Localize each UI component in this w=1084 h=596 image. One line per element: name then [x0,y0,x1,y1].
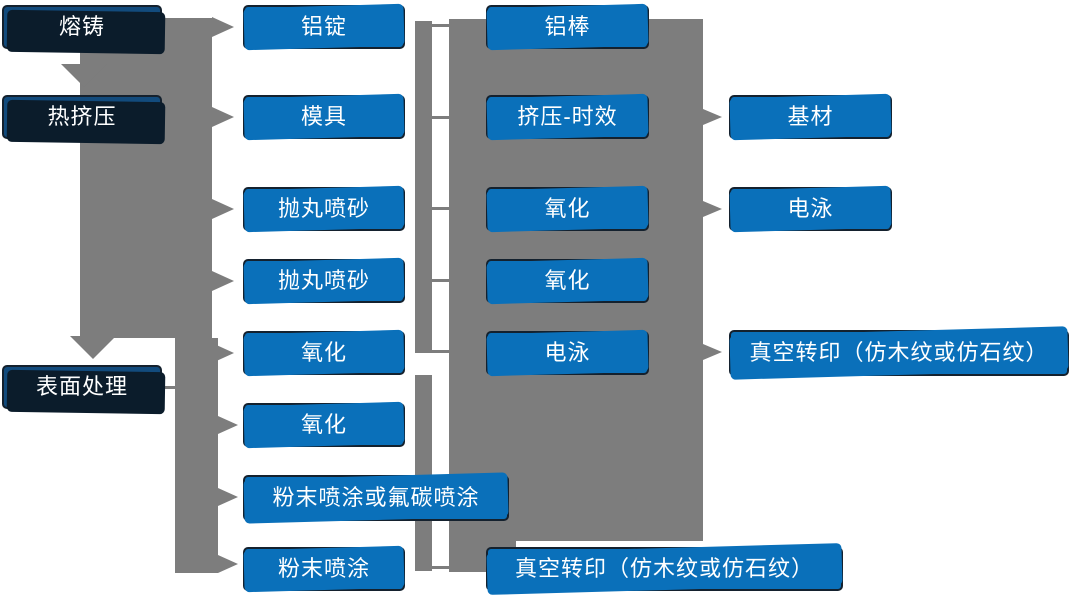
node-electrophoresis-2-label: 电泳 [787,196,834,221]
node-ingot: 铝锭 [243,5,405,49]
connector-tick-row1 [432,24,449,27]
node-base-material: 基材 [729,95,892,139]
arrowhead-to-mold [212,107,234,127]
connector-strip-left-lower [175,338,218,573]
arrowhead-to-base-material [703,109,722,125]
node-shot-blast-1-label: 抛丸喷砂 [277,196,370,221]
node-rod-label: 铝棒 [544,14,591,39]
node-extrusion-aging: 挤压-时效 [486,95,649,139]
node-oxidation-1-label: 氧化 [300,340,347,365]
node-powder-label: 粉末喷涂 [277,556,370,581]
node-powder-fluorocarbon-label: 粉末喷涂或氟碳喷涂 [272,485,480,510]
node-vacuum-transfer-2: 真空转印（仿木纹或仿石纹） [729,330,1069,376]
arrowhead-to-oxidation-1 [212,343,234,363]
connector-tick-row3 [432,207,449,210]
node-shot-blast-2: 抛丸喷砂 [243,259,405,303]
node-surface-treatment: 表面处理 [2,365,162,409]
node-electrophoresis-1: 电泳 [486,331,649,375]
node-mold: 模具 [243,95,405,139]
node-oxidation-2: 氧化 [243,403,405,447]
arrowhead-to-oxidation-2 [218,416,238,434]
connector-line-surface-treatment [160,386,176,389]
node-rod: 铝棒 [486,5,649,49]
node-shot-blast-1: 抛丸喷砂 [243,187,405,231]
arrowhead-to-ingot [212,17,234,37]
arrowhead-to-shot-blast-2 [212,271,234,291]
arrowhead-to-powder [218,555,238,573]
connector-tick-row4 [432,279,449,282]
connector-bar-mid-upper [415,21,432,353]
arrowhead-down-to-surface-treatment [70,336,116,359]
connector-tick-row5 [432,350,449,353]
node-powder-fluorocarbon: 粉末喷涂或氟碳喷涂 [243,475,509,521]
node-melt-label: 熔铸 [58,14,105,39]
node-mold-label: 模具 [300,104,347,129]
arrowhead-to-vacuum-transfer-2 [703,344,722,360]
arrowhead-down-to-hot-extrusion [61,64,107,87]
node-oxidation-3: 氧化 [486,187,649,231]
connector-tick-row8 [432,566,449,569]
node-ingot-label: 铝锭 [300,14,347,39]
node-electrophoresis-2: 电泳 [729,187,892,231]
arrowhead-to-electrophoresis-2 [703,201,722,217]
node-hot-extrusion-label: 热挤压 [47,104,117,129]
node-base-material-label: 基材 [787,104,834,129]
node-oxidation-4-label: 氧化 [544,268,591,293]
node-powder: 粉末喷涂 [243,547,405,591]
node-vacuum-transfer-2-label: 真空转印（仿木纹或仿石纹） [749,340,1049,365]
node-vacuum-transfer-1: 真空转印（仿木纹或仿石纹） [486,547,843,591]
node-shot-blast-2-label: 抛丸喷砂 [277,268,370,293]
connector-bar-mid-lower [415,375,432,571]
node-vacuum-transfer-1-label: 真空转印（仿木纹或仿石纹） [514,556,814,581]
node-extrusion-aging-label: 挤压-时效 [517,104,618,129]
arrowhead-to-shot-blast-1 [212,199,234,219]
node-oxidation-3-label: 氧化 [544,196,591,221]
node-oxidation-2-label: 氧化 [300,412,347,437]
node-surface-treatment-label: 表面处理 [35,374,128,399]
node-oxidation-4: 氧化 [486,259,649,303]
connector-tick-row2 [432,116,449,119]
node-melt: 熔铸 [2,5,162,49]
arrowhead-to-powder-fluorocarbon [218,488,238,506]
node-oxidation-1: 氧化 [243,331,405,375]
node-electrophoresis-1-label: 电泳 [544,340,591,365]
node-hot-extrusion: 热挤压 [2,95,162,139]
